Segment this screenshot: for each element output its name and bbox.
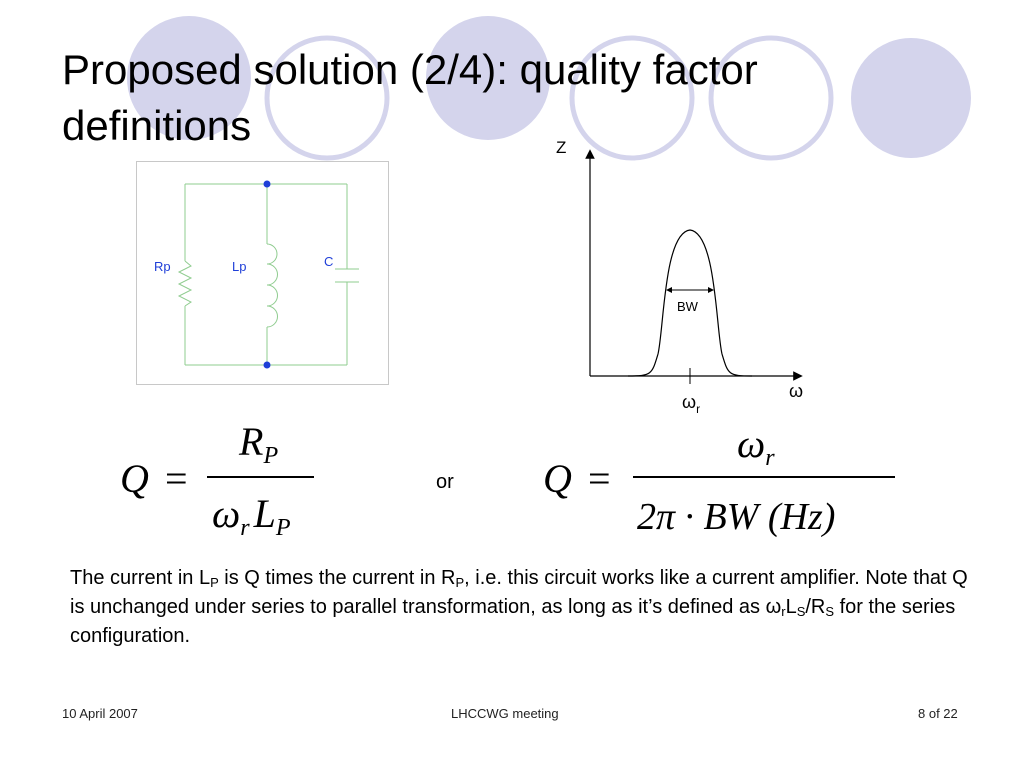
resistor-rp xyxy=(177,260,193,307)
eq-right-equals: = xyxy=(588,456,611,501)
decor-circle-5 xyxy=(708,35,834,161)
footer-meeting: LHCCWG meeting xyxy=(451,706,559,721)
paragraph-text-5: /R xyxy=(805,596,826,618)
bw-label: BW xyxy=(677,299,699,314)
eq-left-q: Q xyxy=(120,456,149,501)
lp-label: Lp xyxy=(232,259,246,274)
eq-right-num-omega: ω xyxy=(737,421,765,466)
decor-circle-1 xyxy=(127,16,251,140)
capacitor-c xyxy=(335,268,359,283)
eq-right-numerator: ωr xyxy=(737,421,775,471)
slide-title: Proposed solution (2/4): quality factor … xyxy=(62,42,922,154)
paragraph-sub-4: S xyxy=(796,604,806,619)
decor-circle-2 xyxy=(264,35,390,161)
eq-right-num-sub: r xyxy=(765,445,775,471)
resonance-frequency-label: ωr xyxy=(682,392,700,416)
eq-left-den-omega-sub: r xyxy=(240,515,250,541)
paragraph-text-6: for the series configuration. xyxy=(70,596,956,647)
eq-left-den-l-sub: P xyxy=(275,515,291,541)
eq-left-num-sub: P xyxy=(262,443,278,469)
slide-title-line-2: definitions xyxy=(62,102,252,149)
eq-right-q: Q xyxy=(543,456,572,501)
inductor-lp xyxy=(266,243,278,328)
quality-factor-equation-right: Q = ωr 2π · BW (Hz) xyxy=(543,421,895,538)
eq-right-denominator: 2π · BW (Hz) xyxy=(637,496,835,538)
circuit-frame xyxy=(136,161,389,385)
paragraph-text-4: L xyxy=(785,596,797,618)
paragraph-sub-3: r xyxy=(781,604,786,619)
header-circles-decoration xyxy=(127,16,971,161)
slide-title-line-1: Proposed solution (2/4): quality factor xyxy=(62,46,758,93)
resonance-sub: r xyxy=(696,402,700,416)
footer-date: 10 April 2007 xyxy=(62,706,138,721)
paragraph-sub-5: S xyxy=(825,604,835,619)
c-label: C xyxy=(324,254,333,269)
equation-or-separator: or xyxy=(436,471,454,493)
eq-left-equals: = xyxy=(165,456,188,501)
decor-circle-4 xyxy=(569,35,695,161)
eq-left-den-l: L xyxy=(253,491,276,536)
explanation-paragraph: The current in LP is Q times the current… xyxy=(70,564,970,651)
eq-left-numerator: RP xyxy=(238,419,278,469)
omega-axis-label: ω xyxy=(789,381,803,401)
footer-page-number: 8 of 22 xyxy=(918,706,958,721)
decor-circle-3 xyxy=(426,16,550,140)
paragraph-text-2: is Q times the current in R xyxy=(218,567,456,589)
z-axis-label: Z xyxy=(556,138,566,157)
bottom-node xyxy=(263,361,271,369)
decor-circle-6 xyxy=(851,38,971,158)
paragraph-text-1: The current in L xyxy=(70,567,211,589)
resonance-omega: ω xyxy=(682,392,696,412)
top-node xyxy=(263,180,271,188)
resonance-curve xyxy=(627,229,753,377)
paragraph-sub-1: P xyxy=(210,575,219,590)
rp-label: Rp xyxy=(154,259,171,274)
eq-left-num-r: R xyxy=(238,419,263,464)
eq-left-den-omega: ω xyxy=(212,491,240,536)
paragraph-text-3: , i.e. this circuit works like a current… xyxy=(70,567,968,618)
paragraph-sub-2: P xyxy=(455,575,465,590)
parallel-rlc-circuit-diagram: Rp Lp C xyxy=(136,161,389,385)
impedance-resonance-graph: Z ω BW ωr xyxy=(556,138,803,416)
